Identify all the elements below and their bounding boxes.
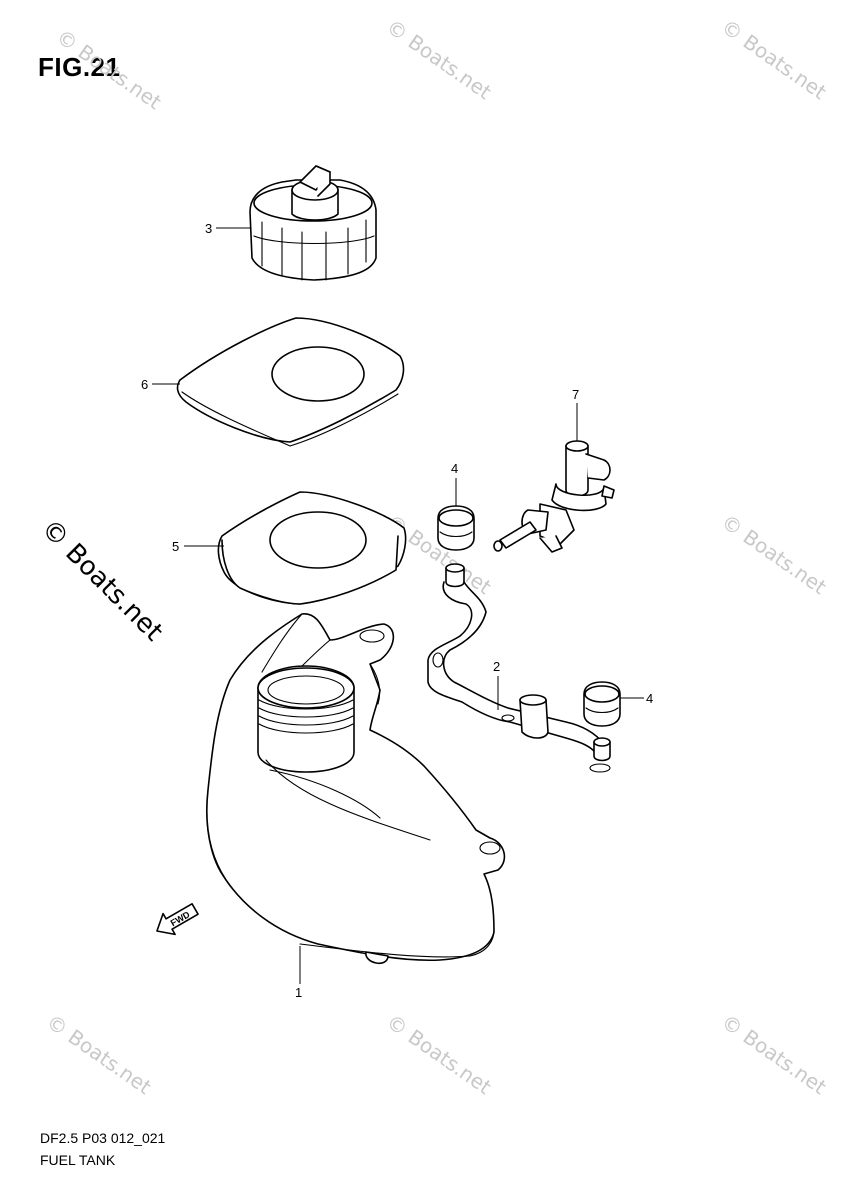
watermark: © Boats.net bbox=[717, 14, 831, 104]
watermark-large: © Boats.net bbox=[35, 514, 168, 647]
watermark: © Boats.net bbox=[382, 14, 496, 104]
figure-name: FUEL TANK bbox=[40, 1152, 116, 1168]
callout-6: 6 bbox=[141, 377, 148, 392]
watermark: © Boats.net bbox=[52, 24, 166, 114]
figure-title: FIG.21 bbox=[38, 52, 121, 82]
watermark: © Boats.net bbox=[382, 1009, 496, 1099]
fwd-arrow: FWD bbox=[156, 903, 199, 936]
grommet-top[interactable] bbox=[437, 505, 475, 551]
leader-lines bbox=[152, 227, 644, 984]
callout-7: 7 bbox=[572, 387, 579, 402]
watermark: © Boats.net bbox=[42, 1009, 156, 1099]
callout-2: 2 bbox=[493, 659, 500, 674]
gasket-plate[interactable] bbox=[176, 317, 405, 447]
thick-seal[interactable] bbox=[217, 491, 407, 605]
fuel-cap[interactable] bbox=[249, 165, 377, 281]
callout-5: 5 bbox=[172, 539, 179, 554]
callout-3: 3 bbox=[205, 221, 212, 236]
callout-1: 1 bbox=[295, 985, 302, 1000]
callouts: 3 6 7 4 5 2 4 1 bbox=[141, 221, 653, 1000]
callout-4-top: 4 bbox=[451, 461, 458, 476]
callout-4-bottom: 4 bbox=[646, 691, 653, 706]
figure-code: DF2.5 P03 012_021 bbox=[40, 1130, 166, 1146]
watermark: © Boats.net bbox=[717, 1009, 831, 1099]
fuel-tank[interactable] bbox=[206, 613, 506, 964]
fuel-valve[interactable] bbox=[493, 440, 615, 553]
grommet-bottom[interactable] bbox=[583, 681, 621, 727]
watermark: © Boats.net bbox=[717, 509, 831, 599]
fuel-pipe[interactable] bbox=[427, 563, 611, 773]
